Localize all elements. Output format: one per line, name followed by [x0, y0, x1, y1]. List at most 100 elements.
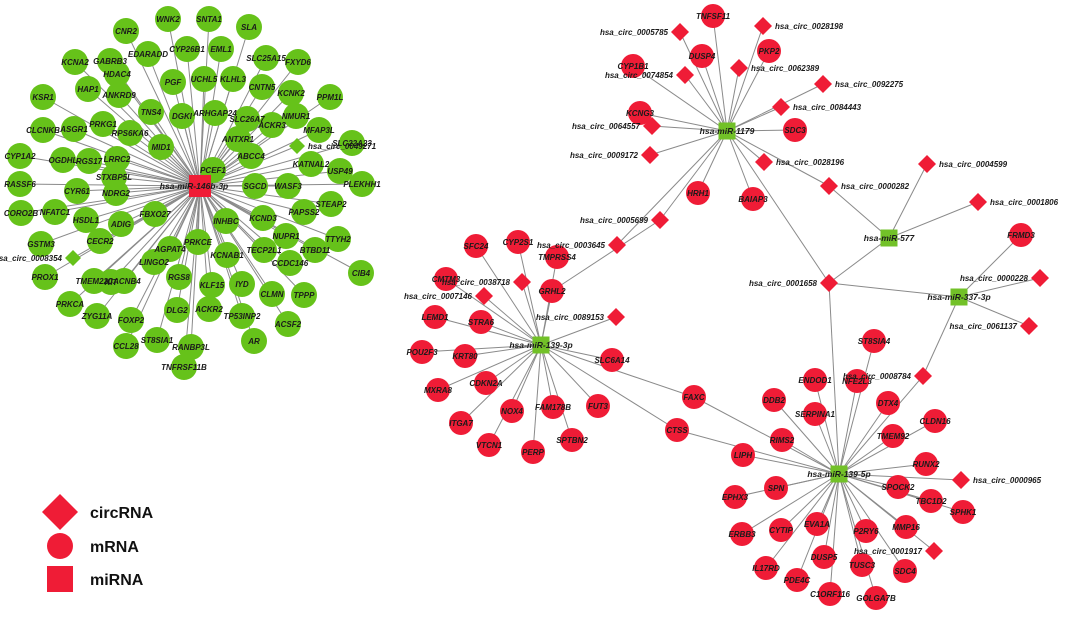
mrna-node-cdkn2a: [474, 371, 498, 395]
edge: [888, 201, 979, 239]
node-label-krt80: KRT80: [452, 352, 478, 361]
node-label-hsa-circ-0038718: hsa_circ_0038718: [442, 278, 511, 287]
node-label-hsa-mir-139-3p: hsa-miR-139-3p: [509, 340, 572, 350]
mrna-node-wnk2: [155, 6, 181, 32]
edge: [773, 399, 840, 475]
node-label-rassf6: RASSF6: [4, 180, 36, 189]
circrna-node-hsa-circ-0000965: [952, 471, 970, 489]
mrna-node-iyd: [229, 271, 255, 297]
node-label-hsa-circ-0001658: hsa_circ_0001658: [749, 279, 818, 288]
mrna-node-katnal2: [298, 151, 324, 177]
circrna-node-hsa-circ-0001658: [820, 274, 838, 292]
node-label-sphk1: SPHK1: [950, 508, 977, 517]
mrna-node-ksr1: [30, 84, 56, 110]
edge: [199, 185, 243, 285]
node-label-fbxo27: FBXO27: [139, 210, 171, 219]
mrna-node-cyp1b1: [621, 54, 645, 78]
node-label-tns4: TNS4: [141, 108, 162, 117]
node-label-sdc4: SDC4: [894, 567, 916, 576]
mrna-node-sptbn2: [560, 428, 584, 452]
node-label-hsa-circ-0001806: hsa_circ_0001806: [990, 198, 1059, 207]
mrna-node-krt80: [453, 344, 477, 368]
mirna-node-hsa-mir-1179: [718, 122, 736, 140]
node-label-acsf2: ACSF2: [274, 320, 302, 329]
mrna-node-uchl5: [191, 66, 217, 92]
mrna-node-prkce: [185, 229, 211, 255]
mrna-node-tecp2l1: [251, 237, 277, 263]
edge: [838, 473, 863, 566]
node-label-ogdhl: OGDHL: [49, 156, 78, 165]
edge: [532, 344, 542, 453]
edge: [958, 277, 1041, 298]
node-label-ndrg2: NDRG2: [102, 189, 131, 198]
node-label-tecp2l1: TECP2L1: [246, 246, 282, 255]
circrna-node-hsa-circ-0009172: [641, 146, 659, 164]
node-label-uchl5: UCHL5: [191, 75, 218, 84]
circrna-node-hsa-circ-0005699: [651, 211, 669, 229]
edge: [726, 25, 764, 132]
node-label-liph: LIPH: [734, 451, 752, 460]
node-label-cyr61: CYR61: [64, 187, 90, 196]
mirna-node-hsa-mir-139-5p: [830, 465, 848, 483]
node-label-adig: ADIG: [110, 220, 131, 229]
node-label-inhbc: INHBC: [213, 217, 239, 226]
mrna-node-kcna2: [62, 49, 88, 75]
mrna-node-endod1: [803, 368, 827, 392]
edge: [540, 344, 613, 361]
node-label-hsa-circ-0007146: hsa_circ_0007146: [404, 292, 473, 301]
mirna-node-hsa-mir-139-3p: [532, 336, 550, 354]
node-label-il17rd: IL17RD: [752, 564, 780, 573]
node-label-hap1: HAP1: [77, 85, 99, 94]
node-label-nmur1: NMUR1: [282, 112, 311, 121]
edge: [958, 296, 1030, 327]
circrna-node-hsa-circ-0061137: [1020, 317, 1038, 335]
mrna-node-cldn16: [923, 409, 947, 433]
node-label-hsa-circ-0001917: hsa_circ_0001917: [854, 547, 923, 556]
node-label-erbb3: ERBB3: [728, 530, 756, 539]
node-label-steap2: STEAP2: [315, 200, 347, 209]
node-label-mid1: MID1: [151, 143, 171, 152]
edge: [488, 344, 542, 446]
node-label-antxr1: ANTXR1: [221, 135, 255, 144]
node-label-nfatc1: NFATC1: [40, 208, 71, 217]
edge: [651, 125, 728, 132]
mrna-node-pou2f3: [410, 340, 434, 364]
node-label-clmn: CLMN: [260, 290, 283, 299]
mrna-node-cyp1a2: [7, 143, 33, 169]
node-label-perp: PERP: [522, 448, 544, 457]
mrna-node-kcng3: [628, 101, 652, 125]
node-label-tnfrsf11b: TNFRSF11B: [161, 363, 207, 372]
circrna-node-hsa-circ-0084443: [772, 98, 790, 116]
mrna-node-tnfrsf11b: [171, 354, 197, 380]
node-label-fut3: FUT3: [588, 402, 609, 411]
edge: [838, 463, 927, 475]
edge: [838, 473, 935, 552]
mrna-node-tmprss4: [545, 245, 569, 269]
node-label-tmem92: TMEM92: [877, 432, 910, 441]
circrna-node-hsa-circ-0074854: [676, 66, 694, 84]
node-label-tnfsf11: TNFSF11: [696, 12, 731, 21]
mrna-node-hap1: [75, 76, 101, 102]
mrna-node-sdc3: [783, 118, 807, 142]
node-label-hrh1: HRH1: [687, 189, 709, 198]
node-label-cdkn2a: CDKN2A: [469, 379, 503, 388]
edge: [199, 185, 305, 296]
mrna-node-tppp: [291, 282, 317, 308]
edge: [701, 55, 728, 132]
edge: [190, 185, 201, 348]
mrna-node-kcnd3: [250, 205, 276, 231]
node-label-slc26a7: SLC26A7: [229, 115, 265, 124]
mrna-node-grhl2: [540, 279, 564, 303]
circrna-node-hsa-circ-0007146: [475, 287, 493, 305]
node-label-klf15: KLF15: [200, 281, 225, 290]
node-label-tppp: TPPP: [294, 291, 316, 300]
edge: [540, 344, 599, 407]
mrna-node-sdc4: [893, 559, 917, 583]
mrna-node-inhbc: [213, 208, 239, 234]
mrna-node-erbb3: [730, 522, 754, 546]
node-label-arhgap24: ARHGAP24: [192, 109, 237, 118]
node-label-ephx3: EPHX3: [722, 493, 749, 502]
mrna-node-ankrd9: [106, 82, 132, 108]
